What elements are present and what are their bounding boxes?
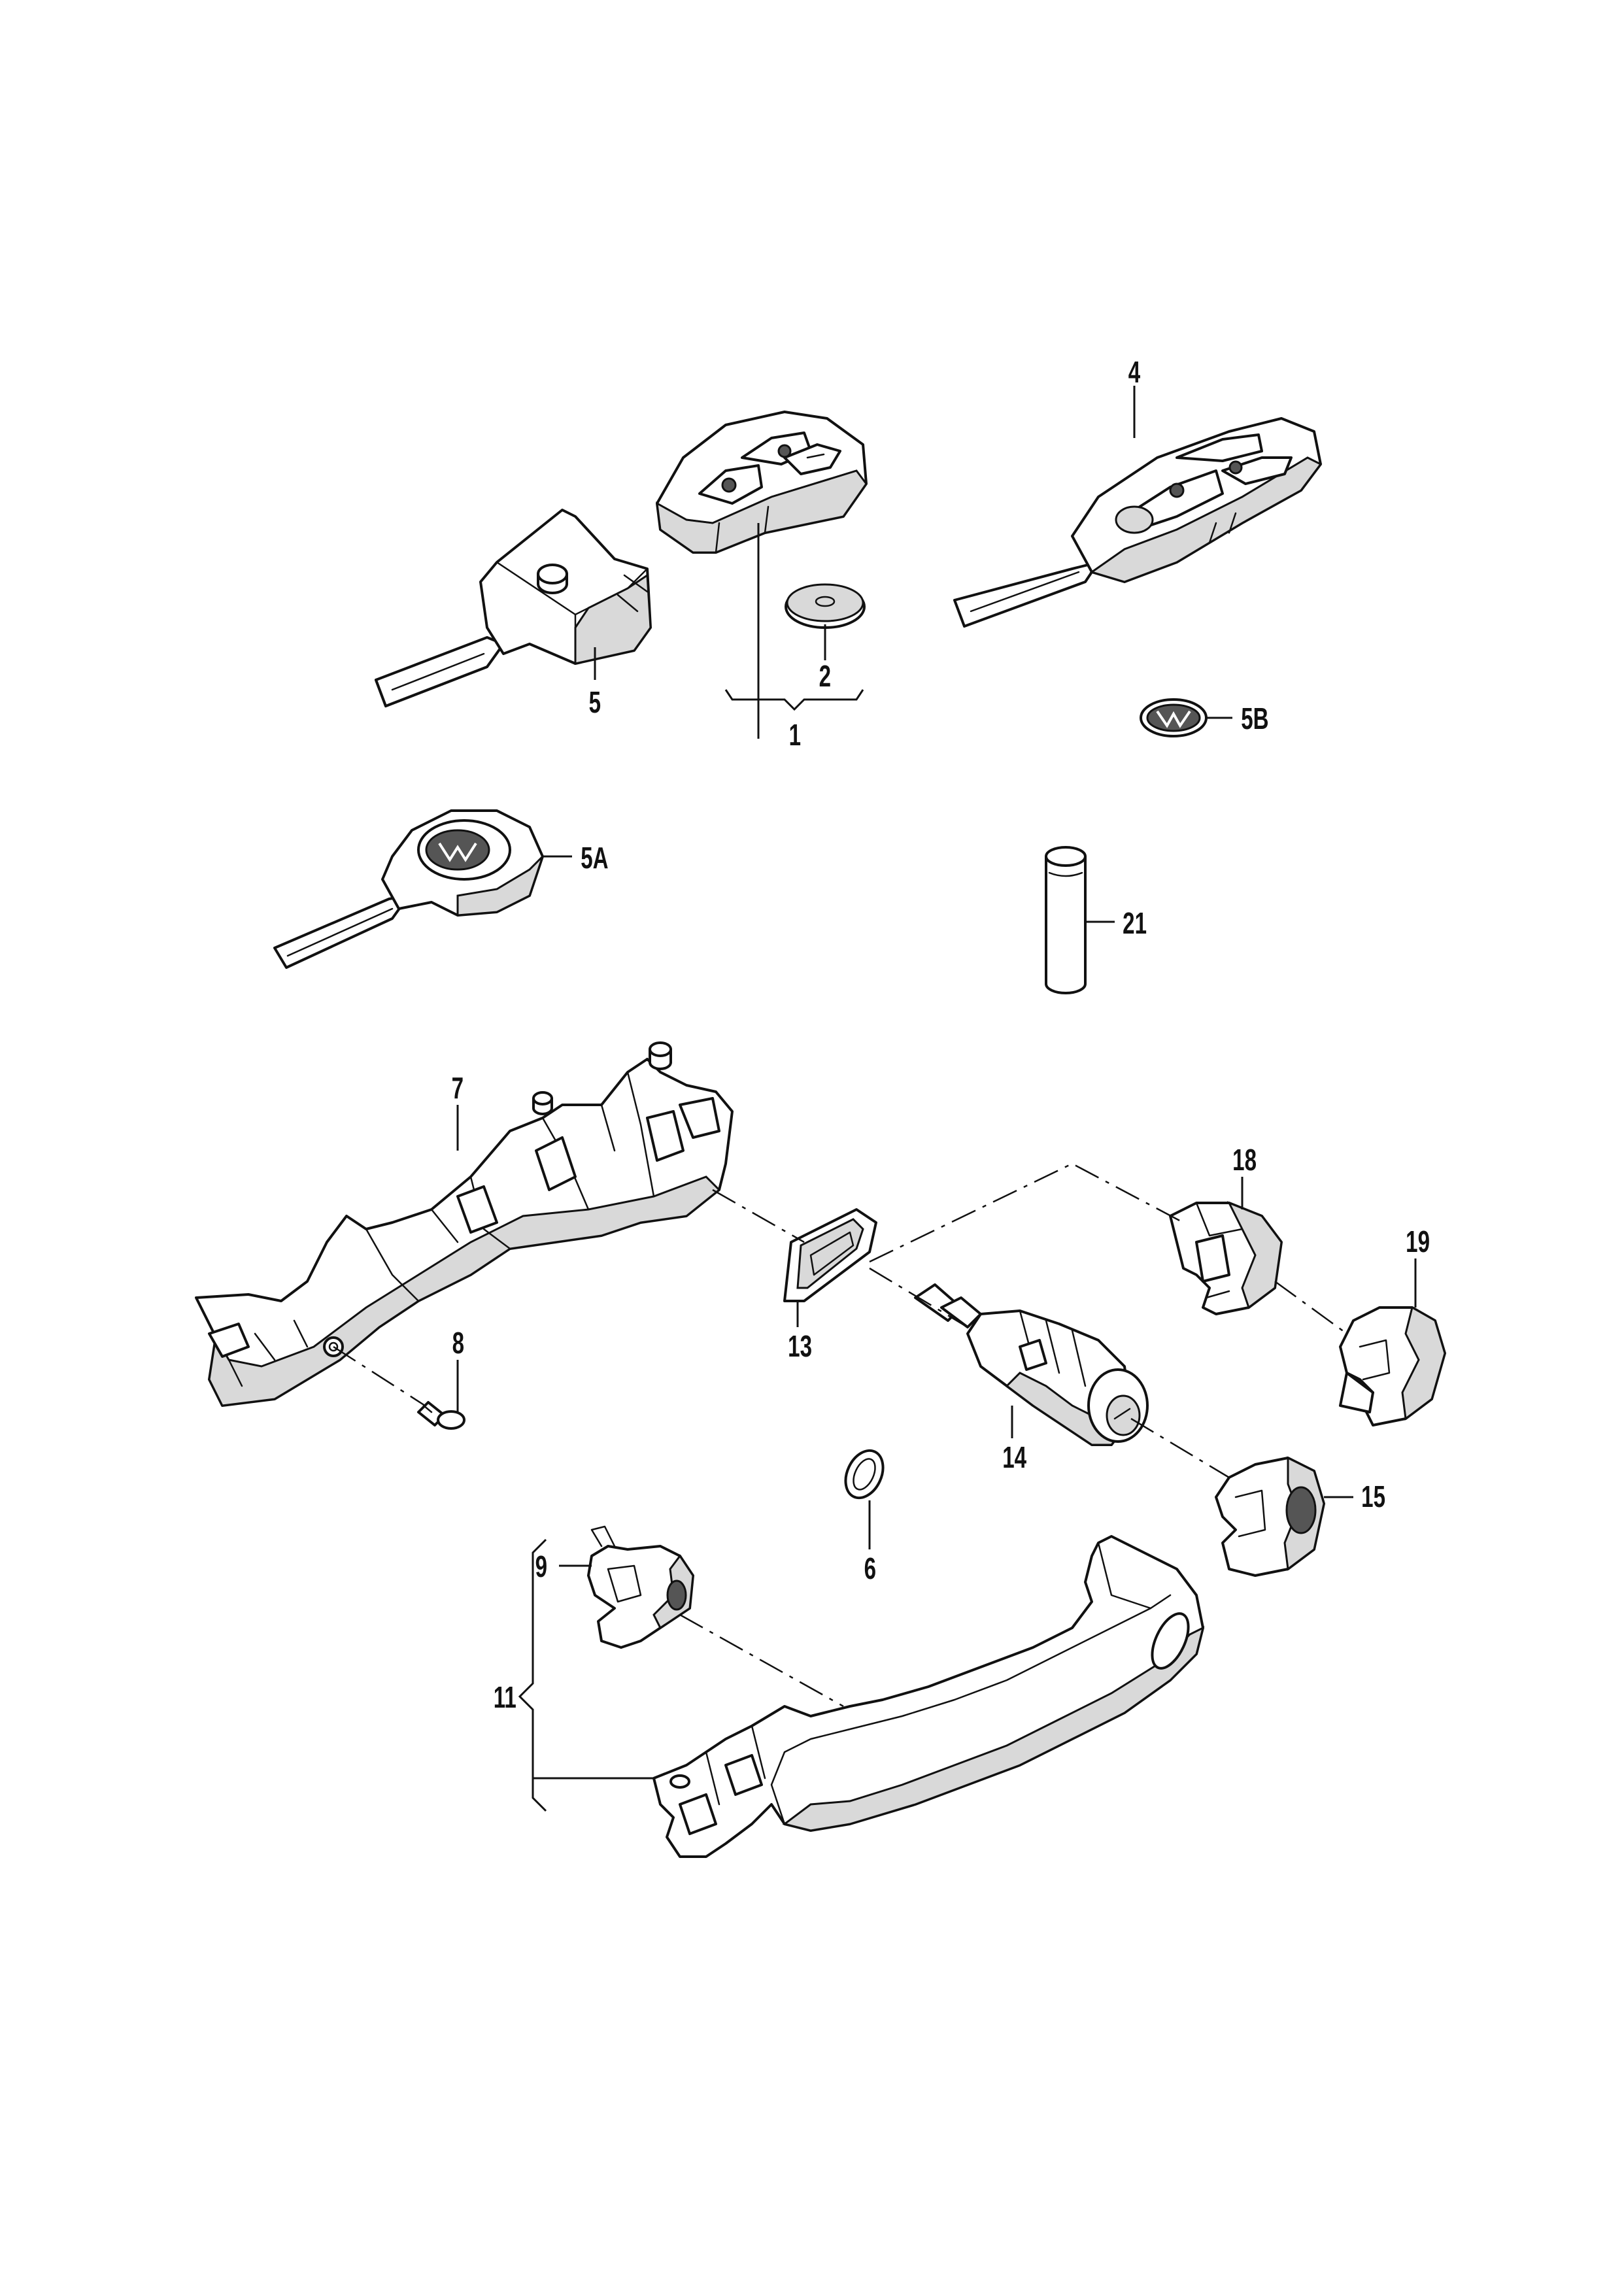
- callout-11: 11: [494, 1681, 516, 1714]
- callout-6: 6: [864, 1553, 876, 1585]
- leader-lines: [456, 386, 1417, 1812]
- part-21-pin: [1045, 846, 1087, 994]
- part-9-insert: [587, 1525, 694, 1649]
- callout-1: 1: [789, 719, 801, 752]
- callout-5B: 5B: [1241, 703, 1268, 735]
- part-18-cap: [1169, 1201, 1283, 1315]
- part-11-pull-handle: [652, 1535, 1205, 1858]
- part-2-battery: [785, 583, 866, 629]
- part-14-lock-cylinder: [914, 1283, 1149, 1446]
- callout-13: 13: [788, 1330, 812, 1363]
- part-5A-key-with-emblem: [273, 809, 544, 969]
- callout-8: 8: [452, 1327, 464, 1360]
- part-15-cap: [1215, 1456, 1325, 1577]
- callouts: 5 2 1 4 5B 5A 21 7 8 18 19 13 14 15 6 9 …: [452, 356, 1430, 1714]
- part-4-folding-key-remote: [953, 417, 1323, 628]
- callout-4: 4: [1128, 356, 1141, 389]
- part-8-screw: [417, 1401, 465, 1430]
- callout-9: 9: [535, 1551, 547, 1583]
- callout-21: 21: [1123, 907, 1147, 940]
- part-6-o-ring: [844, 1449, 885, 1500]
- callout-5: 5: [589, 686, 601, 719]
- part-19-cap: [1339, 1306, 1446, 1427]
- part-5-key-blade: [375, 509, 652, 707]
- callout-19: 19: [1406, 1226, 1430, 1258]
- assembly-lines: [333, 1162, 1347, 1708]
- part-5B-emblem: [1140, 698, 1208, 737]
- callout-18: 18: [1232, 1144, 1257, 1177]
- part-13-gasket: [783, 1208, 877, 1302]
- part-1-remote-unit: [656, 411, 868, 554]
- callout-15: 15: [1361, 1481, 1385, 1513]
- callout-2: 2: [819, 660, 831, 693]
- callout-14: 14: [1002, 1442, 1026, 1474]
- callout-5A: 5A: [581, 842, 608, 875]
- callout-7: 7: [452, 1072, 464, 1105]
